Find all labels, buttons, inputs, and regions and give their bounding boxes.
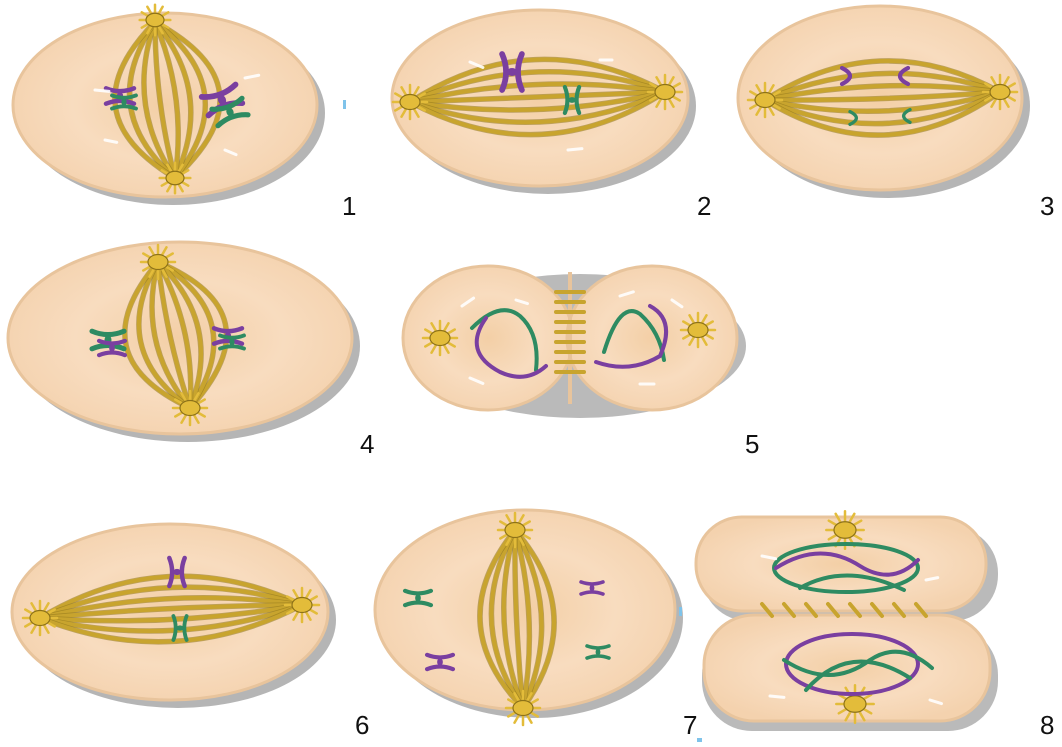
centriole — [30, 611, 50, 626]
centromere — [590, 585, 595, 592]
centromere — [173, 569, 181, 575]
chromatid — [581, 582, 603, 584]
centriole — [990, 85, 1010, 100]
centriole — [148, 255, 168, 270]
chromatid — [587, 646, 609, 648]
centriole — [180, 401, 200, 416]
centriole — [834, 522, 856, 539]
cell-1 — [13, 5, 325, 205]
centriole — [688, 323, 708, 338]
tick-mark — [679, 607, 682, 616]
centriole — [655, 85, 675, 100]
cell-8 — [696, 511, 998, 731]
cell-2 — [392, 10, 696, 194]
centromere — [176, 625, 183, 630]
nuclear-envelope-fragment — [95, 90, 109, 91]
centriole — [430, 331, 450, 346]
centriole — [146, 13, 164, 27]
cell-label-2: 2 — [697, 193, 711, 219]
cell-label-8: 8 — [1040, 712, 1054, 738]
cell-label-6: 6 — [355, 712, 369, 738]
cell-6 — [12, 524, 336, 708]
centromere — [121, 98, 126, 105]
centromere — [109, 344, 115, 352]
cell-4 — [8, 242, 360, 442]
centriole — [400, 95, 420, 110]
centriole — [166, 171, 184, 185]
centromere — [437, 658, 443, 666]
cell-label-1: 1 — [342, 193, 356, 219]
cell-7 — [375, 510, 683, 725]
centriole — [755, 93, 775, 108]
chromatid — [581, 592, 603, 594]
cell-label-7: 7 — [683, 712, 697, 738]
centromere — [415, 594, 421, 602]
nuclear-envelope-fragment — [770, 696, 784, 697]
centromere — [596, 649, 601, 656]
centriole — [844, 696, 866, 713]
centromere — [507, 68, 518, 76]
tick-mark — [343, 100, 346, 109]
nuclear-envelope-fragment — [568, 149, 582, 150]
centriole — [505, 523, 525, 538]
cell-label-5: 5 — [745, 431, 759, 457]
cell-label-3: 3 — [1040, 193, 1054, 219]
tick-mark — [697, 738, 702, 742]
centromere — [568, 97, 576, 103]
cell-3 — [738, 6, 1030, 198]
chromatid — [587, 656, 609, 658]
centriole — [513, 701, 533, 716]
cell-label-4: 4 — [360, 431, 374, 457]
centromere — [229, 338, 234, 345]
centriole — [292, 598, 312, 613]
cell-5 — [403, 266, 746, 418]
